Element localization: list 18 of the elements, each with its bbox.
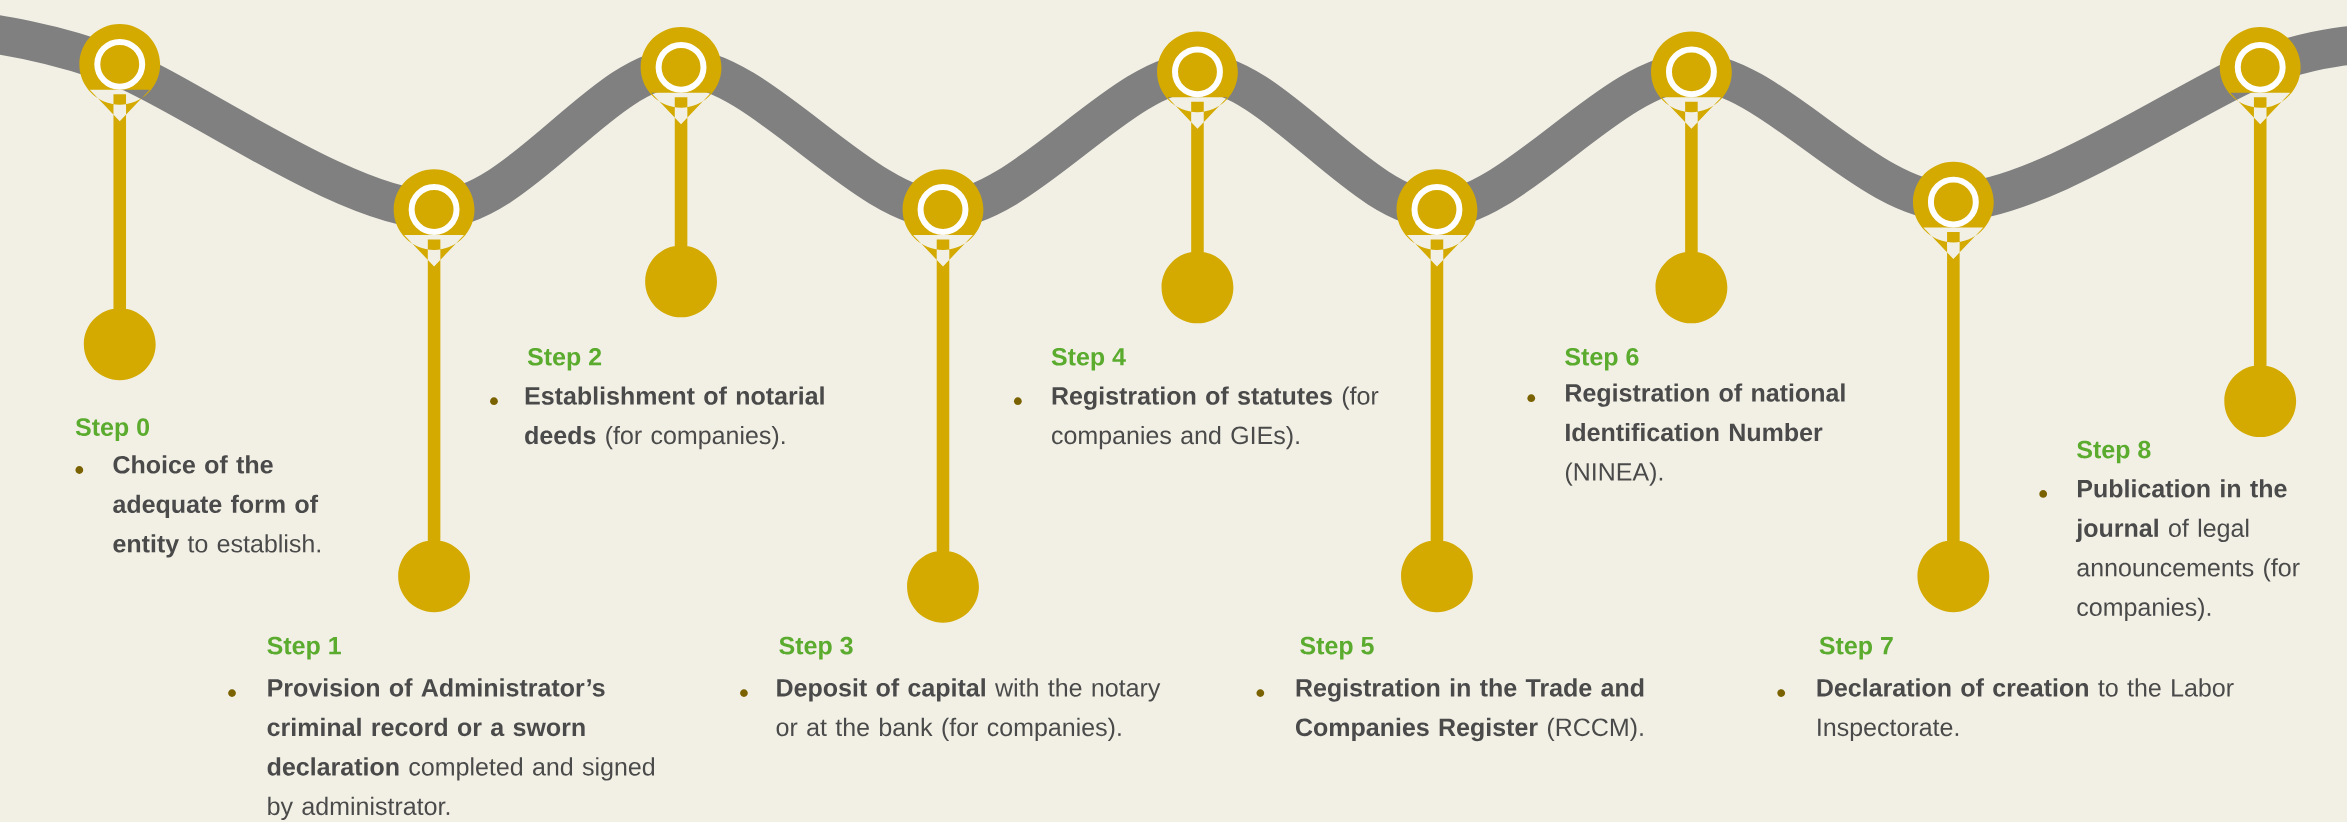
step-description: Registration of national Identification Number (NINEA).	[1565, 383, 1845, 486]
step-description: Choice of the adequate form of entity to establish.	[113, 455, 320, 558]
step-description: Publication in the journal of legal announcements (for companies).	[2075, 479, 2300, 621]
step-heading: Step 6	[1565, 347, 1639, 371]
step-description: Establishment of notarial deeds (for companies).	[525, 386, 824, 450]
step-description: Deposit of capital with the notary or at the bank (for companies).	[776, 678, 1161, 742]
step-heading: Step 3	[779, 636, 853, 660]
step-description: Declaration of creation to the Labor Inspectorate.	[1817, 678, 2234, 742]
step-heading: Step 7	[1819, 636, 1893, 660]
step-heading: Step 5	[1300, 636, 1374, 660]
step-description: Registration of statutes (for companies and GIEs).	[1052, 386, 1379, 450]
step-description: Provision of Administrator’s criminal record or a sworn declaration completed and signed by administrator.	[267, 678, 655, 821]
step-description: Registration in the Trade and Companies Register (RCCM).	[1296, 678, 1644, 742]
step-heading: Step 2	[527, 347, 602, 371]
step-heading: Step 8	[2077, 440, 2151, 464]
step-heading: Step 4	[1051, 347, 1126, 371]
step-heading: Step 0	[75, 418, 149, 441]
step-heading: Step 1	[267, 636, 341, 660]
